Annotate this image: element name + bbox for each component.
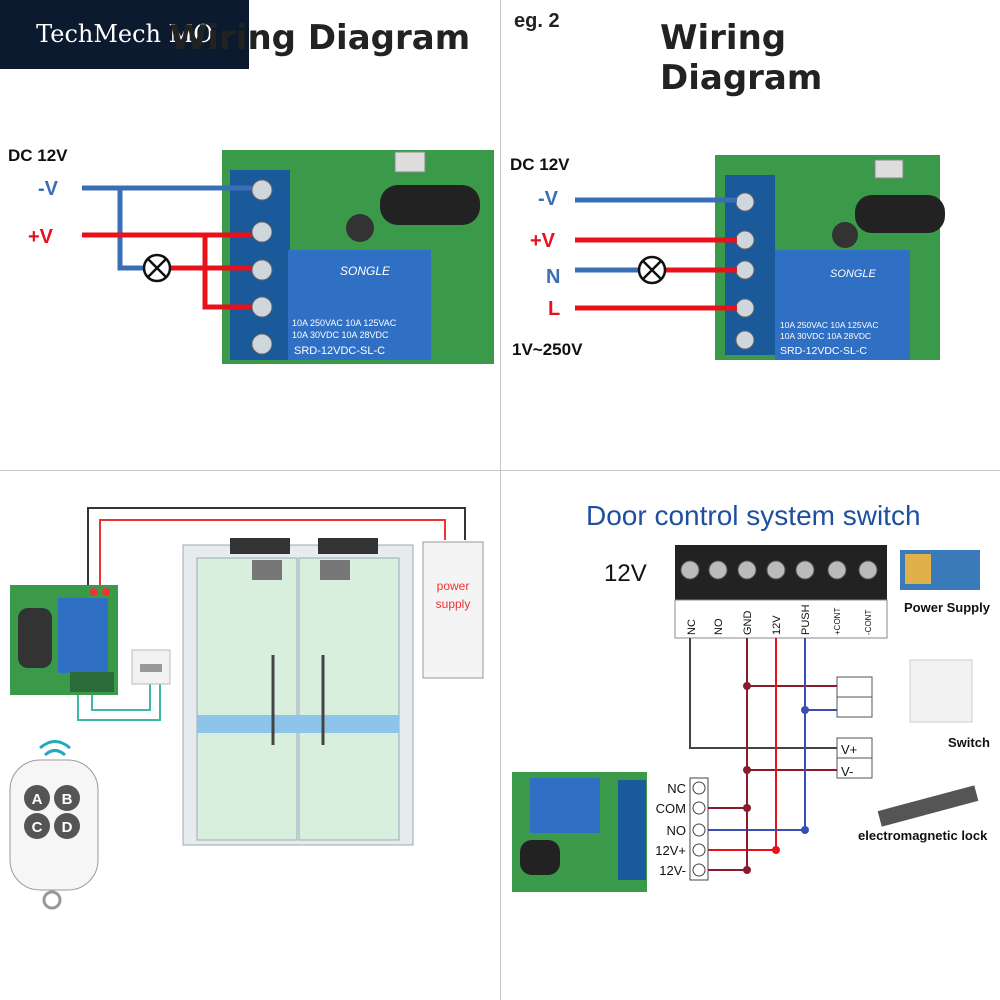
q3-wireless-signal-icon (39, 740, 71, 757)
q2-antenna-coil (855, 195, 945, 233)
q1-screw-terminals (251, 179, 273, 355)
q4-wall-switch (909, 659, 973, 723)
q3-psu-line2: supply (436, 597, 471, 611)
q2-wiring-diagram: SONGLE 10A 250VAC 10A 125VAC 10A 30VDC 1… (575, 155, 945, 360)
q4-vplus: V+ (841, 742, 857, 757)
q2-pos-label: +V (530, 230, 556, 252)
q2-relay-brand: SONGLE (830, 268, 877, 280)
watermark: TechMech MO (0, 0, 249, 69)
q3-exit-switch (131, 649, 171, 685)
q2-relay-spec1: 10A 250VAC 10A 125VAC (780, 320, 878, 330)
q2-title: Wiring Diagram (660, 18, 823, 98)
q4-vminus: V- (841, 764, 853, 779)
q4-relay-12vp: 12V+ (655, 843, 686, 858)
q3-relay-board-terminals (70, 672, 114, 692)
q4-junction-dots (743, 682, 809, 874)
q1-lamp-icon (142, 253, 172, 283)
q3-door-left (196, 557, 298, 841)
q2-screw-terminals (735, 192, 755, 350)
q1-neg-label: -V (38, 178, 58, 200)
q4-wire-gnd-down (746, 686, 837, 771)
q2-supply-label: DC 12V (510, 155, 570, 174)
q3-psu-line1: power (437, 579, 470, 593)
q4-term-no: NO (713, 618, 725, 635)
q1-wire-neg-branch (117, 188, 145, 271)
q3-cable-black (87, 507, 466, 595)
q1-push-button (394, 151, 426, 173)
q3-power-supply (422, 541, 484, 679)
q4-lock-label: electromagnetic lock (858, 828, 988, 843)
q3-cable-red (99, 519, 446, 595)
q3-door-band (197, 715, 399, 733)
q2-example-label: eg. 2 (514, 10, 560, 32)
q4-term-ncont: -CONT (864, 610, 873, 635)
q4-voltage-label: 12V (604, 560, 647, 587)
vertical-divider (500, 0, 501, 1000)
q4-relay-com: COM (656, 801, 686, 816)
q4-term-12v: 12V (771, 615, 783, 635)
q4-relay-no: NO (667, 823, 687, 838)
remote-button-a: A (32, 791, 43, 808)
q3-relay-board-relay (58, 598, 108, 673)
q1-relay-model: SRD-12VDC-SL-C (294, 345, 385, 357)
q2-lamp-icon (637, 255, 667, 285)
q4-wire-nc (689, 638, 837, 749)
horizontal-divider (0, 470, 1000, 471)
q4-relay-12vm: 12V- (659, 863, 686, 878)
q1-antenna-coil (380, 185, 480, 225)
q1-relay-spec2: 10A 30VDC 10A 28VDC (292, 330, 389, 340)
q4-electromagnetic-lock (877, 785, 979, 827)
remote-button-b: B (62, 791, 73, 808)
q1-title: Wiring Diagram (169, 18, 471, 58)
q4-relay-nc: NC (667, 781, 686, 796)
remote-button-d: D (62, 819, 73, 836)
q4-wire-gnd (746, 638, 837, 687)
q4-door-control-diagram: NC NO GND 12V PUSH +CONT -CONT V+ V- (512, 545, 980, 892)
q2-range-label: 1V~250V (512, 340, 583, 359)
q2-relay-model: SRD-12VDC-SL-C (780, 345, 867, 357)
q4-term-nc: NC (686, 619, 698, 635)
q3-remote-buttons: A B C D (24, 785, 80, 839)
q2-push-button (874, 159, 904, 179)
q3-door-right (298, 557, 400, 841)
q1-relay (288, 250, 431, 360)
q4-term-gnd: GND (742, 611, 754, 636)
q1-supply-label: DC 12V (8, 146, 68, 165)
q3-remote-control (9, 759, 99, 891)
q1-pos-label: +V (28, 226, 54, 248)
q3-door-diagram: power supply A B C D (9, 507, 484, 910)
q4-relay-board-coil (520, 840, 560, 875)
q1-relay-spec1: 10A 250VAC 10A 125VAC (292, 318, 397, 328)
q3-cable-teal-2 (91, 680, 151, 711)
q2-n-label: N (546, 266, 561, 288)
q4-wire-push (804, 638, 837, 711)
q1-wire-pos-branch (202, 235, 252, 310)
q4-terminal-screws (680, 560, 878, 580)
q4-relay-board-terminals (618, 780, 646, 880)
q3-cable-teal-1 (77, 680, 161, 721)
q3-lock-left (230, 538, 290, 554)
q2-l-label: L (548, 298, 561, 320)
q1-wiring-diagram: SONGLE 10A 250VAC 10A 125VAC 10A 30VDC 1… (82, 150, 494, 364)
remote-button-c: C (32, 819, 43, 836)
q1-relay-brand: SONGLE (340, 264, 391, 278)
q4-wire-relay-com (706, 770, 748, 809)
q4-relay-terminal-block (689, 777, 709, 881)
q4-term-pcont: +CONT (833, 608, 842, 635)
q3-relay-board-coil (18, 608, 52, 668)
q4-wire-relay-12vm (706, 808, 748, 871)
q4-title: Door control system switch (586, 500, 921, 531)
q2-relay-spec2: 10A 30VDC 10A 28VDC (780, 331, 871, 341)
q2-neg-label: -V (538, 188, 558, 210)
q4-switch-label: Switch (948, 735, 990, 750)
q3-remote-keyring (42, 890, 62, 910)
q2-relay (775, 250, 910, 360)
q2-capacitor (832, 222, 858, 248)
q4-relay-board-relay (530, 778, 600, 833)
q4-term-push: PUSH (800, 604, 812, 635)
q3-lock-right (318, 538, 378, 554)
q1-capacitor (346, 214, 374, 242)
q4-power-supply-label: Power Supply (904, 600, 990, 615)
